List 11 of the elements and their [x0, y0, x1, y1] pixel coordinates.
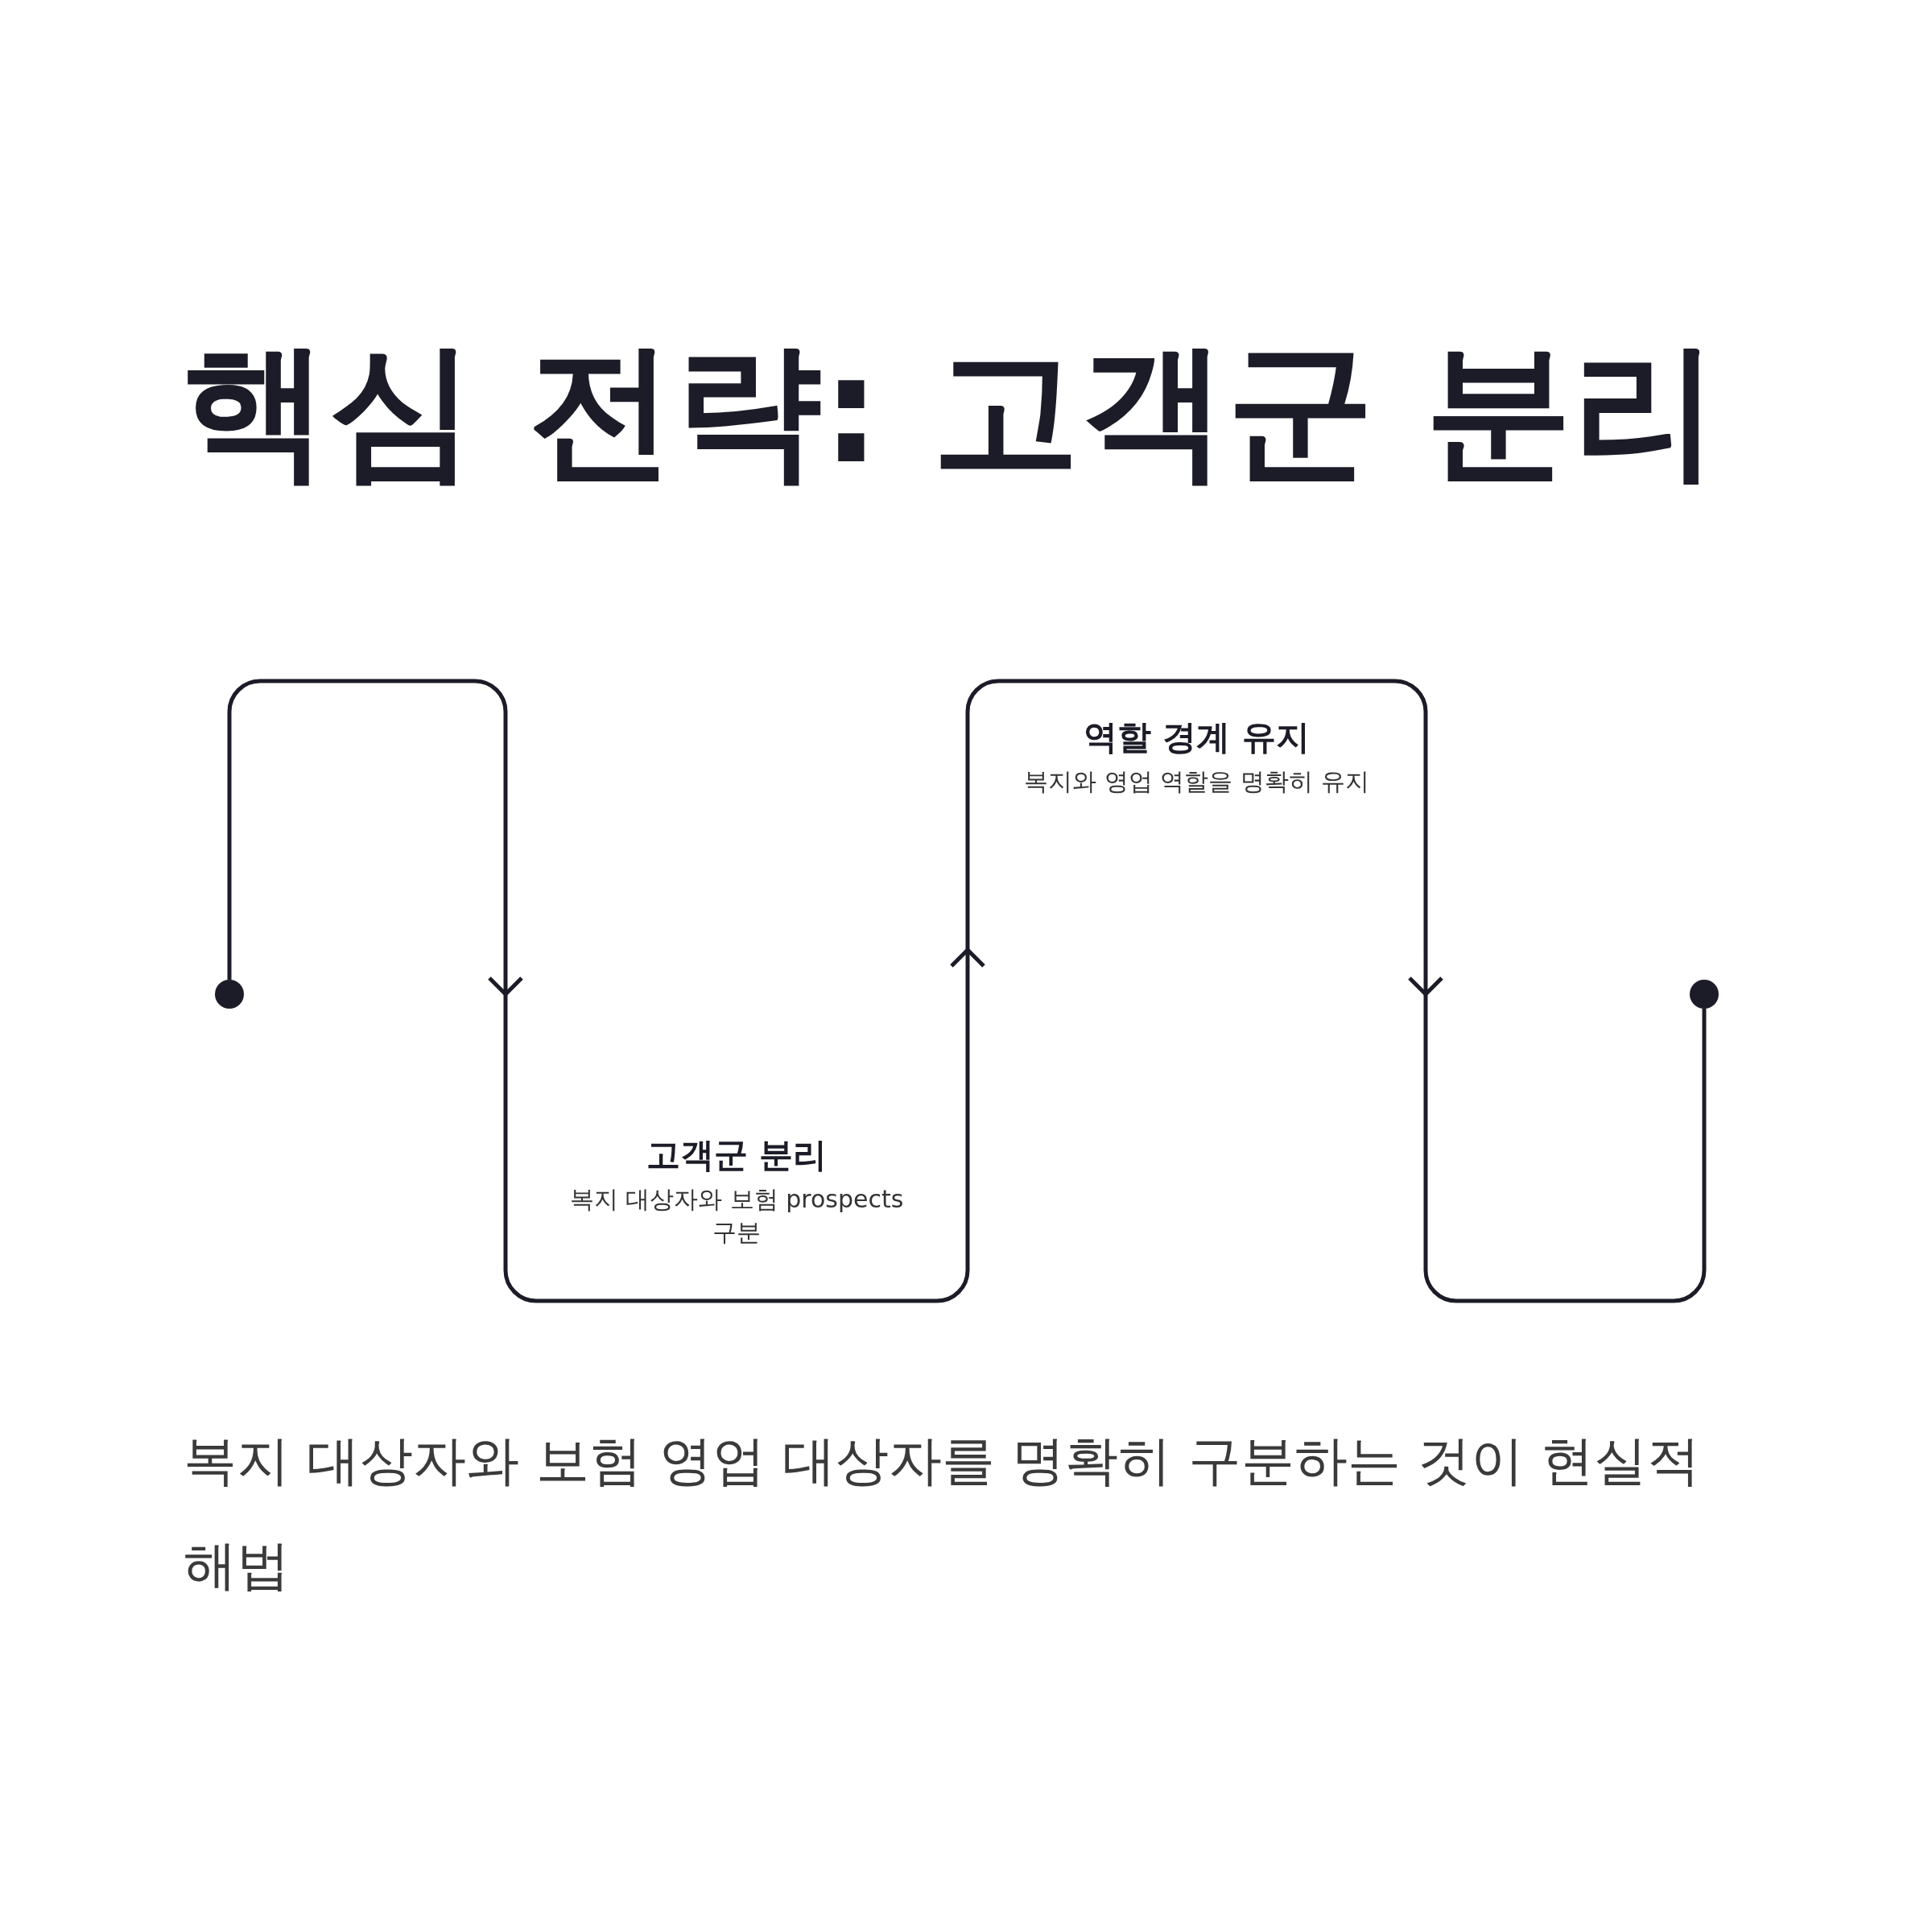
arrow — [949, 947, 986, 1038]
arrow — [227, 679, 524, 997]
node-description: 복지 대상자와 보험 prospects 구분 — [568, 1184, 905, 1248]
node-heading: 고객군 분리 — [646, 1135, 828, 1176]
arrow — [1407, 950, 1444, 997]
title: 핵심 전략: 고객군 분리 — [181, 324, 1720, 497]
node-description: 복지와 영업 역할을 명확히 유지 — [1023, 766, 1370, 798]
caption-text: 복지 대상자와 보험 영업 대상자를 명확히 구분하는 것이 현실적 해법 — [184, 1429, 1701, 1598]
node-heading: 역할 경계 유지 — [1083, 717, 1311, 758]
endpoint-dot — [1690, 980, 1719, 1009]
endpoint-dot — [215, 980, 244, 1009]
